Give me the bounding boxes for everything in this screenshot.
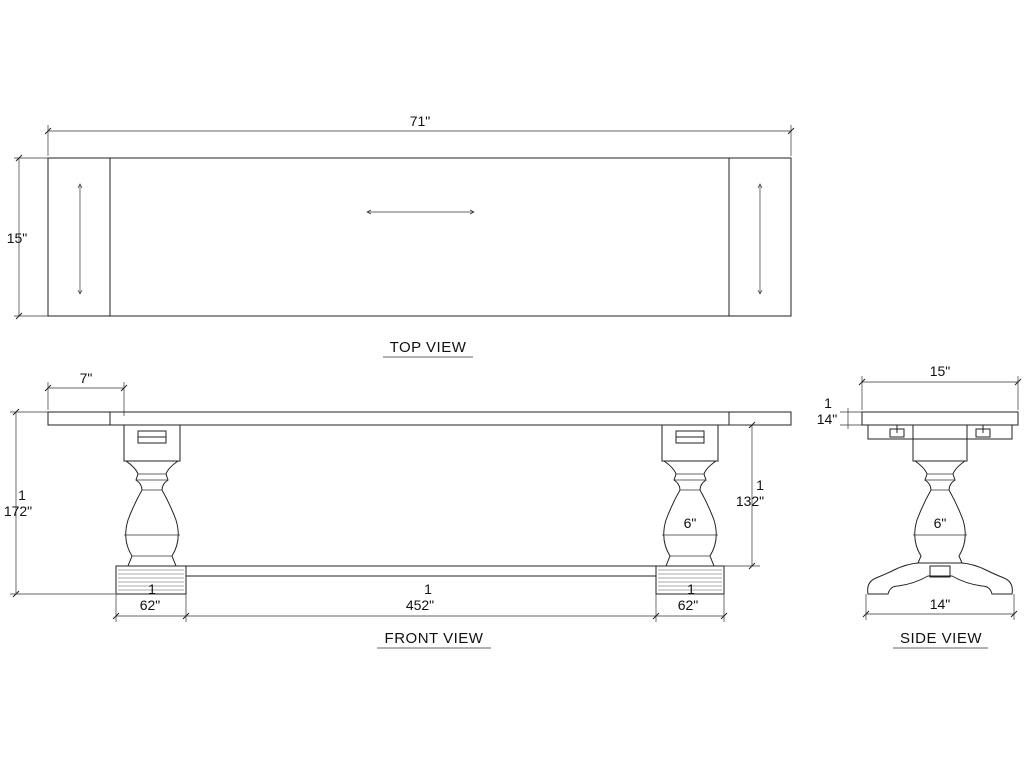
left-pedestal [115, 424, 187, 595]
top-length-label: 71" [410, 113, 431, 129]
center-grain-arrow [366, 209, 475, 215]
foot-right-label-top: 1 [687, 581, 695, 597]
overhang-dimension: 7" [44, 370, 128, 416]
front-view: 7" 1 172" [4, 370, 792, 649]
side-width-label: 15" [930, 363, 951, 379]
side-base-foot [867, 562, 1013, 595]
side-top-thickness-dimension: 1 14" [817, 395, 862, 429]
side-thickness-label-bottom: 14" [817, 411, 838, 427]
side-base-width-dimension: 14" [862, 594, 1018, 620]
side-base-width-label: 14" [930, 596, 951, 612]
left-grain-arrow [77, 183, 83, 295]
stretcher-label-bottom: 452" [406, 597, 434, 613]
front-view-title: FRONT VIEW [385, 630, 484, 647]
bottom-dimension-chain: 1 62" 1 452" 1 62" [112, 581, 728, 622]
overall-height-dimension: 1 172" [4, 408, 115, 598]
foot-right-label-bottom: 62" [678, 597, 699, 613]
top-length-dimension: 71" [44, 113, 795, 156]
right-foot [655, 565, 725, 595]
right-grain-arrow [757, 183, 763, 295]
side-thickness-label-top: 1 [824, 395, 832, 411]
height-label-bottom: 172" [4, 503, 32, 519]
stretcher [185, 565, 657, 577]
right-pedestal [655, 424, 725, 595]
height-label-top: 1 [18, 487, 26, 503]
side-bench-top [861, 411, 1019, 426]
side-column-block [912, 424, 968, 462]
leg-height-label-bottom: 132" [736, 493, 764, 509]
leg-height-label-top: 1 [756, 477, 764, 493]
foot-left-label-bottom: 62" [140, 597, 161, 613]
bench-top-outline [47, 157, 792, 317]
side-view: 15" 1 14" 6" [817, 363, 1022, 649]
side-pedestal-dia-label: 6" [934, 515, 947, 531]
top-view: 71" 15" TOP VIEW [7, 113, 795, 358]
front-pedestal-dia-label: 6" [684, 515, 697, 531]
top-view-title: TOP VIEW [390, 339, 467, 356]
top-width-label: 15" [7, 230, 28, 246]
foot-left-label-top: 1 [148, 581, 156, 597]
stretcher-label-top: 1 [424, 581, 432, 597]
side-width-dimension: 15" [858, 363, 1022, 410]
top-width-dimension: 15" [7, 154, 48, 320]
left-foot [115, 565, 187, 595]
side-view-title: SIDE VIEW [900, 630, 982, 647]
overhang-label: 7" [80, 370, 93, 386]
leg-height-dimension: 1 132" [724, 421, 764, 570]
side-baluster [913, 460, 967, 564]
front-bench-top [47, 411, 792, 426]
